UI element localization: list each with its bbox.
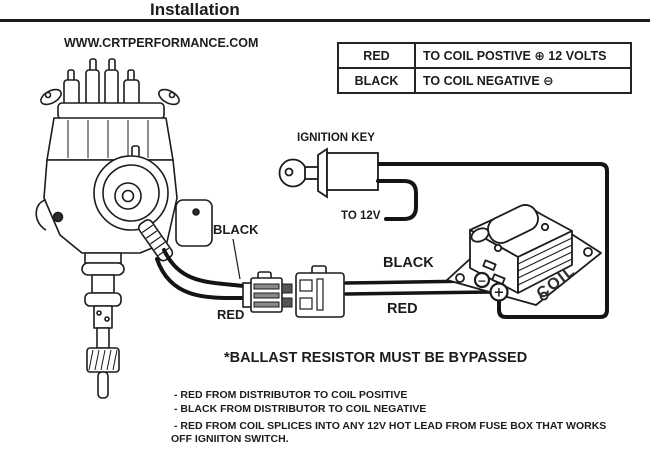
- terminal-stud-icon: [491, 273, 506, 285]
- cap-band-icon: [57, 102, 165, 120]
- legend-row-black: BLACK TO COIL NEGATIVE ⊖: [337, 67, 632, 94]
- switch-barrel-icon: [326, 152, 379, 191]
- to-12v-label: TO 12V: [341, 210, 381, 222]
- note-line: OFF IGNIITON SWITCH.: [171, 433, 289, 445]
- distributor-black-wire: [162, 248, 246, 288]
- legend-wire-description: TO COIL POSTIVE ⊕ 12 VOLTS: [414, 42, 632, 69]
- plate-screw-icon: [583, 247, 593, 257]
- coil-red-wire: [344, 290, 492, 296]
- distributor-red-wire: [155, 257, 246, 301]
- wiring-connectors: [242, 265, 345, 318]
- positive-terminal-icon: [489, 282, 509, 302]
- cap-wing-hole-icon: [168, 91, 176, 99]
- cap-tower-icon: [63, 79, 80, 107]
- note-line: - RED FROM DISTRIBUTOR TO COIL POSITIVE: [174, 389, 408, 401]
- clamp-bolt-icon: [52, 211, 64, 223]
- wire-bracket-icon: [175, 199, 213, 247]
- shaft-pin-hole-icon: [104, 316, 110, 322]
- coil-hump-icon: [487, 204, 539, 244]
- shaft-tip-icon: [97, 371, 109, 399]
- coil-body-screw-icon: [540, 222, 550, 232]
- title-underline: [0, 19, 650, 22]
- shaft-icon: [91, 274, 115, 294]
- key-to-coil-positive-wire: [378, 162, 609, 319]
- negative-terminal-icon: [473, 271, 491, 289]
- shaft-collar-icon: [84, 292, 122, 307]
- male-connector-icon: [242, 271, 293, 313]
- legend-row-red: RED TO COIL POSTIVE ⊕ 12 VOLTS: [337, 42, 632, 69]
- distributor-illustration: [35, 58, 213, 399]
- shaft-collar-icon: [81, 262, 125, 276]
- coil-illustration: COIL − +: [446, 204, 602, 306]
- cap-tower-icon: [104, 69, 119, 106]
- plate-screw-icon: [539, 291, 549, 301]
- distributor-cap-icon: [46, 117, 174, 161]
- page-title: Installation: [150, 0, 240, 19]
- female-connector-icon: [295, 265, 345, 318]
- coil-red-wire-label: RED: [387, 301, 418, 317]
- shaft-lower-icon: [96, 327, 110, 349]
- cap-wing-hole-icon: [44, 91, 52, 99]
- distributor-black-wire-label: BLACK: [213, 222, 259, 237]
- coil-fins-icon: [517, 237, 573, 286]
- coil-body-screw-icon: [493, 243, 503, 253]
- wire-legend-table: RED TO COIL POSTIVE ⊕ 12 VOLTS BLACK TO …: [337, 42, 632, 94]
- shaft-pin-hole-icon: [96, 310, 102, 316]
- positive-symbol: +: [494, 286, 505, 301]
- legend-wire-color: RED: [337, 42, 416, 69]
- note-line: - BLACK FROM DISTRIBUTOR TO COIL NEGATIV…: [174, 403, 427, 415]
- ballast-warning-text: *BALLAST RESISTOR MUST BE BYPASSED: [224, 350, 528, 366]
- vacuum-advance-center-icon: [121, 189, 135, 203]
- cap-ribs-icon: [67, 120, 149, 158]
- holddown-clamp-icon: [35, 199, 47, 231]
- plate-screw-icon: [455, 273, 465, 283]
- black-label-leader-line: [232, 238, 241, 280]
- legend-wire-description: TO COIL NEGATIVE ⊖: [414, 67, 632, 94]
- gear-teeth-icon: [88, 349, 118, 371]
- ignition-key-label: IGNITION KEY: [297, 132, 375, 144]
- coil-tower-icon: [470, 227, 490, 243]
- coil-black-wire-label: BLACK: [383, 255, 434, 271]
- key-to-12v-wire: [376, 179, 418, 221]
- legend-wire-color: BLACK: [337, 67, 416, 94]
- note-line: - RED FROM COIL SPLICES INTO ANY 12V HOT…: [174, 420, 607, 432]
- ignition-key-illustration: [278, 147, 379, 199]
- cap-tower-icon: [85, 69, 100, 106]
- key-hole-icon: [284, 167, 294, 177]
- distributor-red-wire-label: RED: [217, 307, 245, 322]
- coil-right-face-icon: [517, 230, 573, 294]
- terminal-stud-icon: [482, 259, 497, 271]
- shaft-block-icon: [93, 305, 113, 329]
- negative-symbol: −: [477, 275, 486, 288]
- website-text: WWW.CRTPERFORMANCE.COM: [64, 36, 259, 50]
- switch-flange-icon: [317, 147, 328, 199]
- shaft-neck-icon: [84, 252, 122, 264]
- distributor-wires: [155, 248, 246, 301]
- cap-tower-icon: [123, 79, 140, 107]
- bracket-bolt-icon: [192, 208, 200, 216]
